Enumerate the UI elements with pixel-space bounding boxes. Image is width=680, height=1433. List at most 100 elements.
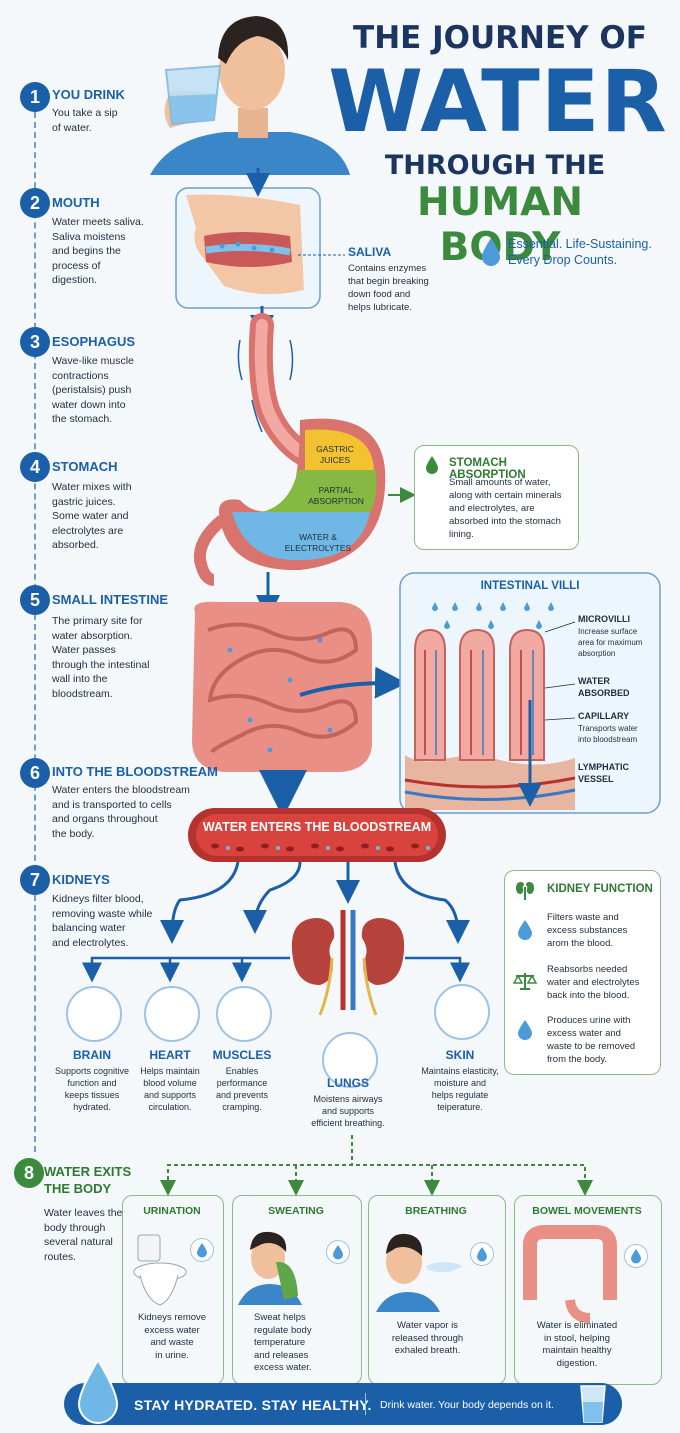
label-title: CAPILLARY	[578, 711, 630, 721]
desc-line: process of	[52, 259, 101, 272]
desc-line: and electrolytes.	[52, 936, 129, 949]
saliva-title: SALIVA	[348, 245, 392, 259]
desc-line: exhaled breath.	[394, 1345, 461, 1356]
water-electrolytes-label: WATER &ELECTROLYTES	[278, 532, 358, 554]
small-intestine-illustration	[192, 601, 372, 772]
skin-title: SKIN	[445, 1048, 475, 1062]
villi-illustration	[404, 602, 576, 810]
desc-line: removing waste while	[52, 907, 153, 920]
desc-line: Saliva moistens	[52, 230, 126, 243]
desc-line: The primary site for	[52, 615, 143, 627]
desc-line: Kidneys remove	[137, 1312, 207, 1323]
person-drinking-illustration	[150, 16, 350, 175]
desc-line: excess substances	[547, 925, 628, 936]
stomach-absorption-title: STOMACH ABSORPTION	[449, 457, 526, 481]
brain-icon	[66, 986, 122, 1042]
desc-line: in stool, helping	[543, 1332, 611, 1344]
water-drop-icon	[624, 1244, 648, 1268]
desc-line: Transports water	[578, 723, 638, 733]
desc-line: water down into	[52, 398, 126, 411]
muscles-desc: Enables performance and prevents cramping.	[200, 1065, 284, 1113]
bowel-movements-title: BOWEL MOVEMENTS	[532, 1205, 642, 1217]
desc-line: Filters waste and	[547, 912, 619, 923]
stomach-illustration	[193, 418, 386, 586]
desc-line: maintain healthy	[542, 1345, 612, 1356]
desc-line: routes.	[44, 1250, 77, 1263]
villi-title: INTESTINAL VILLI	[480, 580, 580, 592]
desc-line: helps lubricate.	[348, 302, 412, 313]
desc-line: Water passes	[52, 644, 116, 656]
desc-line: Moistens airways	[313, 1094, 383, 1104]
muscle-icon	[216, 986, 272, 1042]
desc-line: digestion.	[556, 1357, 598, 1369]
desc-line: Water enters the bloodstream	[52, 784, 190, 796]
desc-line: Contains enzymes	[348, 263, 427, 274]
title-line: WATER EXITS	[44, 1164, 132, 1179]
sweating-title: SWEATING	[268, 1205, 324, 1217]
label-line: ABSORPTION	[308, 496, 364, 506]
desc-line: water absorption.	[52, 629, 133, 642]
step-4-title: STOMACH	[52, 459, 118, 474]
desc-line: and supports	[321, 1106, 375, 1116]
label-line: GASTRIC	[316, 444, 354, 454]
step-3-number: 3	[20, 327, 50, 357]
tagline-line-1: Essential. Life-Sustaining.	[508, 237, 652, 251]
bloodstream-banner-label: WATER ENTERS THE BLOODSTREAM	[202, 820, 432, 834]
mouth-illustration	[186, 194, 304, 295]
title-line-2: WATER	[328, 52, 668, 152]
desc-line: Wave-like muscle	[52, 355, 134, 367]
step-3-title: ESOPHAGUS	[52, 334, 136, 349]
desc-line: helps regulate	[431, 1090, 489, 1100]
label-title: MICROVILLI	[578, 614, 630, 624]
step-7-title: KIDNEYS	[52, 872, 110, 887]
desc-line: several natural	[44, 1236, 113, 1248]
desc-line: balancing water	[52, 922, 126, 934]
desc-line: and is transported to cells	[52, 798, 172, 811]
desc-line: temperature	[254, 1337, 306, 1348]
desc-line: hydrated.	[73, 1102, 111, 1112]
desc-line: absorbed into the stomach	[449, 516, 561, 527]
muscles-title: MUSCLES	[212, 1048, 272, 1062]
stomach-absorption-box: STOMACH ABSORPTION Small amounts of wate…	[414, 445, 579, 550]
step-6-title: INTO THE BLOODSTREAM	[52, 764, 218, 779]
step-4-number: 4	[20, 452, 50, 482]
desc-line: Water mixes with	[52, 481, 132, 493]
desc-line: blood volume	[143, 1078, 197, 1088]
desc-line: waste to be removed	[547, 1041, 636, 1052]
desc-line: that begin breaking	[348, 276, 429, 287]
tagline-line-2: Every Drop Counts.	[508, 253, 618, 267]
desc-line: from the body.	[547, 1054, 608, 1065]
desc-line: arom the blood.	[547, 938, 614, 949]
toilet-illustration	[133, 1234, 187, 1306]
desc-line: Enables	[225, 1066, 259, 1076]
step-2-number: 2	[20, 188, 50, 218]
desc-line: Small amounts of water,	[449, 477, 551, 488]
desc-line: excess water and	[547, 1028, 621, 1039]
kidney-function-item-1: Filters waste and excess substances arom t…	[547, 911, 657, 950]
desc-line: excess water.	[254, 1362, 312, 1373]
desc-line: and prevents	[215, 1090, 269, 1100]
tagline: Essential. Life-Sustaining. Every Drop C…	[508, 236, 652, 268]
urination-title: URINATION	[143, 1205, 201, 1217]
step-5-number: 5	[20, 585, 50, 615]
footer-glass-drawing	[580, 1385, 606, 1423]
desc-line: and releases	[254, 1349, 309, 1361]
desc-line: excess water	[144, 1324, 200, 1336]
desc-line: cramping.	[222, 1102, 262, 1112]
desc-line: teiperature.	[437, 1102, 483, 1112]
step-1-number: 1	[20, 82, 50, 112]
desc-line: Some water and	[52, 510, 129, 522]
desc-line: Supports cognitive	[54, 1066, 130, 1076]
desc-line: performance	[216, 1078, 268, 1088]
label-line: ABSORBED	[578, 687, 630, 698]
desc-line: Helps maintain	[140, 1066, 200, 1076]
blood-cells	[211, 843, 419, 852]
